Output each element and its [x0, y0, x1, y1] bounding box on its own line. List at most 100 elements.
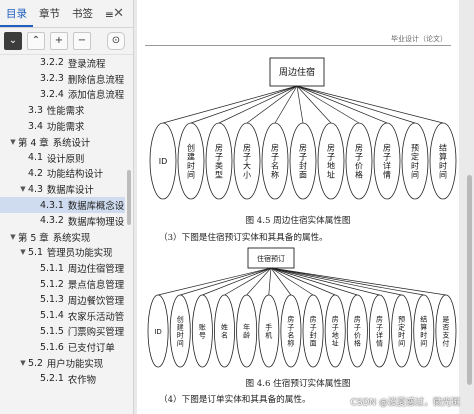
- attribute-link: [270, 267, 446, 296]
- outline-item[interactable]: ▼第 4 章系统设计: [0, 134, 125, 150]
- sidebar-scrollbar[interactable]: [127, 170, 131, 225]
- attribute-link: [246, 85, 298, 124]
- outline-item-number: 3.2.4: [40, 88, 64, 100]
- attribute-link: [296, 85, 332, 124]
- expand-arrow-icon[interactable]: ▼: [20, 248, 26, 257]
- attribute-link: [296, 85, 444, 124]
- entity-diagram-lodging: 周边住宿ID创建时间房子类型房子大小房子名称房子封面房子地址房子价格房子详情预定…: [149, 57, 457, 200]
- attribute-link: [162, 85, 298, 124]
- tab-toc[interactable]: 目录: [0, 6, 33, 27]
- add-button[interactable]: +: [50, 32, 68, 50]
- remove-button[interactable]: −: [73, 32, 91, 50]
- attribute-label: 房子价格: [354, 314, 361, 347]
- attribute-ellipse: [413, 294, 435, 368]
- attribute-label: 预定时间: [398, 314, 405, 347]
- outline-item-label: 门票购买管理: [67, 327, 125, 339]
- attribute-label: 房子类型: [215, 142, 223, 179]
- expand-arrow-icon[interactable]: ▼: [10, 232, 16, 241]
- options-icon[interactable]: ⊙: [107, 32, 125, 50]
- tab-more[interactable]: ≡: [105, 9, 114, 21]
- attribute-link: [270, 267, 380, 296]
- attribute-ellipse: [205, 122, 233, 200]
- attribute-link: [190, 85, 298, 124]
- outline-item-number: 5.1.2: [40, 278, 64, 290]
- outline-item-label: 数据库物理设...: [67, 216, 125, 228]
- outline-item-label: 农家乐活动管...: [67, 311, 125, 323]
- outline-item-label: 景点信息管理: [67, 280, 125, 292]
- attribute-label: 创建时间: [177, 314, 184, 347]
- expand-arrow-icon[interactable]: ▼: [10, 137, 16, 146]
- collapse-all-button[interactable]: ⌄: [4, 32, 22, 50]
- outline-item-number: 5.1: [28, 246, 43, 258]
- attribute-ellipse: [324, 294, 346, 368]
- tab-chapters[interactable]: 章节: [39, 8, 60, 20]
- paragraph-3: （3）下图是住宿预订实体和其具备的属性。: [159, 233, 328, 243]
- attribute-ellipse: [280, 294, 302, 368]
- attribute-link: [202, 267, 272, 296]
- outline-item[interactable]: ▼第 5 章系统实现: [0, 229, 125, 245]
- expand-all-button[interactable]: ⌃: [27, 32, 45, 50]
- attribute-link: [270, 267, 292, 296]
- close-icon[interactable]: ✕: [113, 6, 124, 21]
- attribute-label: 房子详情: [383, 142, 391, 179]
- attribute-label: 房子名称: [287, 314, 294, 347]
- outline-item-number: 4.3.2: [40, 215, 64, 227]
- attribute-label: 房子名称: [271, 142, 279, 179]
- attribute-label: 是否支付: [442, 315, 449, 347]
- attribute-link: [296, 85, 388, 124]
- attribute-link: [296, 85, 360, 124]
- document-scrollbar[interactable]: [467, 175, 472, 385]
- outline-item-label: 添加信息流程: [67, 90, 125, 102]
- outline-item-label: 系统设计: [52, 137, 91, 149]
- entity-name: 周边住宿: [279, 66, 315, 78]
- outline-item-number: 4.3: [28, 183, 43, 195]
- attribute-label: 预定时间: [411, 142, 419, 179]
- attribute-ellipse: [289, 122, 317, 200]
- attribute-label: 房子封面: [310, 314, 317, 347]
- attribute-link: [270, 267, 402, 296]
- expand-arrow-icon[interactable]: ▼: [20, 185, 26, 194]
- attribute-link: [270, 267, 358, 296]
- sidebar-tabs: 目录 章节 书签 ≡ ✕: [0, 0, 133, 28]
- outline-item-label: 管理员功能实现: [46, 248, 113, 260]
- outline-item-label: 删除信息流程: [67, 74, 125, 86]
- outline-item-number: 4.3.1: [40, 199, 64, 211]
- outline-item-label: 登录流程: [67, 58, 106, 70]
- entity-diagram-booking: 住宿预订ID创建时间账号姓名年龄手机房子名称房子封面房子地址房子价格房子详情预定…: [147, 247, 457, 368]
- attribute-ellipse: [214, 294, 235, 368]
- attribute-ellipse: [345, 122, 373, 200]
- attribute-ellipse: [258, 294, 280, 368]
- attribute-link: [218, 85, 298, 124]
- outline-item-number: 5.1.3: [40, 294, 64, 306]
- outline-item-number: 5.1.4: [40, 310, 64, 322]
- outline-item-number: 5.1.5: [40, 325, 64, 337]
- outline-item-label: 设计原则: [46, 153, 85, 165]
- outline-item-number: 5.2.1: [40, 373, 64, 385]
- attribute-label: 房子详情: [376, 314, 383, 347]
- tab-bookmarks[interactable]: 书签: [72, 8, 93, 20]
- outline-item-label: 性能需求: [46, 106, 85, 118]
- attribute-ellipse: [169, 294, 191, 368]
- expand-arrow-icon[interactable]: ▼: [20, 359, 26, 368]
- outline-item-number: 5.2: [28, 357, 43, 369]
